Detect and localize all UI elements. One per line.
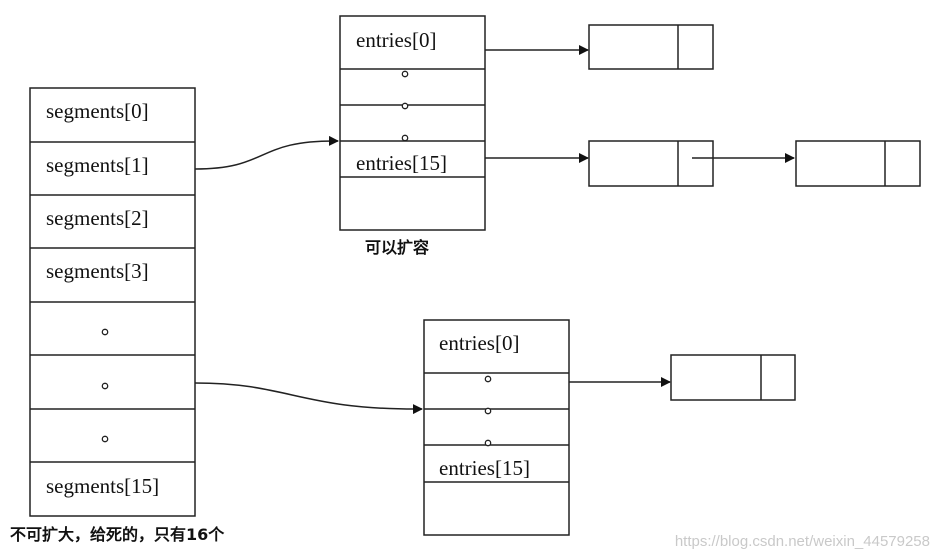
entries-top-label-last: entries[15] [356, 151, 447, 175]
ellipsis-dot [101, 328, 109, 336]
ellipsis-dot [101, 382, 109, 390]
entries-bottom-label-first: entries[0] [439, 331, 519, 355]
entries-top-label-first: entries[0] [356, 28, 436, 52]
segment-label-1: segments[1] [46, 153, 149, 177]
entries-table-bottom: entries[0] entries[15] [423, 319, 570, 536]
segments-caption: 不可扩大，给死的，只有16个 [10, 525, 225, 544]
ellipsis-dot [484, 375, 492, 383]
entries-table-bottom-border [423, 319, 570, 536]
node-box [588, 24, 714, 70]
node-box [795, 140, 921, 187]
segment-label-3: segments[3] [46, 259, 149, 283]
ellipsis-dot [484, 439, 492, 447]
entries-table-top: entries[0] entries[15] [339, 15, 486, 231]
arrow-segment-to-entries-bottom [194, 382, 423, 415]
ellipsis-dot [401, 134, 409, 142]
segment-label-0: segments[0] [46, 99, 149, 123]
ellipsis-dot [101, 435, 109, 443]
node-box [588, 140, 714, 187]
ellipsis-dot [401, 102, 409, 110]
ellipsis-dot [484, 407, 492, 415]
node-box [670, 354, 796, 401]
watermark: https://blog.csdn.net/weixin_44579258 [675, 533, 930, 550]
entries-table-top-border [339, 15, 486, 231]
segment-label-2: segments[2] [46, 206, 149, 230]
arrow-segment-1-to-entries [194, 135, 339, 170]
segments-array: segments[0] segments[1] segments[2] segm… [29, 87, 196, 517]
entries-bottom-label-last: entries[15] [439, 456, 530, 480]
ellipsis-dot [401, 70, 409, 78]
entries-top-caption: 可以扩容 [365, 238, 429, 257]
segment-label-15: segments[15] [46, 474, 159, 498]
